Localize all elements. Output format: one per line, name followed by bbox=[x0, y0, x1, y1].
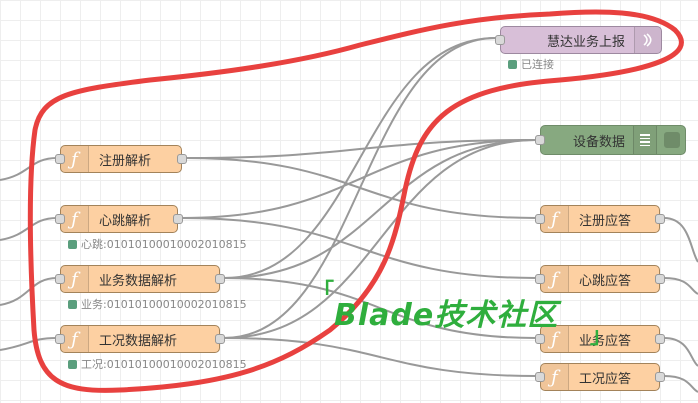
function-icon: ƒ bbox=[541, 206, 569, 232]
node-label: 注册应答 bbox=[579, 213, 632, 229]
input-port[interactable] bbox=[535, 334, 545, 344]
function-icon: ƒ bbox=[61, 146, 89, 172]
node-label: 注册解析 bbox=[99, 153, 152, 169]
wire-biz-mqtt bbox=[223, 37, 497, 279]
wire-out-2 bbox=[663, 277, 698, 295]
annotation-outline bbox=[27, 9, 684, 393]
debug-node-label: 设备数据 bbox=[572, 134, 625, 150]
wire-cond-mqtt bbox=[223, 37, 497, 339]
function-node-register-parse[interactable]: ƒ 注册解析 bbox=[55, 145, 187, 173]
business-status: 业务:0101010001000201081​5 bbox=[68, 296, 247, 312]
output-port[interactable] bbox=[215, 274, 225, 284]
function-node-business-reply[interactable]: ƒ 业务应答 bbox=[535, 325, 665, 353]
status-dot-icon bbox=[68, 359, 77, 369]
input-port[interactable] bbox=[535, 274, 545, 284]
status-dot-icon bbox=[68, 239, 77, 249]
output-port[interactable] bbox=[655, 214, 665, 224]
input-port[interactable] bbox=[55, 274, 65, 284]
debug-input-port[interactable] bbox=[535, 135, 545, 145]
wire-in-4 bbox=[0, 337, 58, 351]
wire-in-1 bbox=[0, 157, 58, 181]
function-node-business-data-parse[interactable]: ƒ 业务数据解析 bbox=[55, 265, 225, 293]
status-dot-icon bbox=[508, 59, 517, 69]
function-node-condition-data-parse[interactable]: ƒ 工况数据解析 bbox=[55, 325, 225, 353]
function-icon: ƒ bbox=[61, 266, 89, 292]
status-text: 工况:0101010001000201081​5 bbox=[81, 358, 247, 371]
wire-hb-debug bbox=[181, 139, 537, 219]
wire-cond-reply bbox=[223, 337, 537, 377]
output-port[interactable] bbox=[177, 154, 187, 164]
node-label: 业务数据解析 bbox=[99, 273, 178, 289]
mqtt-status: 已连接 bbox=[508, 56, 554, 72]
node-label: 业务应答 bbox=[579, 333, 632, 349]
watermark-text: Blade技术社区 bbox=[334, 298, 559, 333]
debug-toggle-icon bbox=[664, 132, 680, 148]
wire-out-3 bbox=[663, 337, 698, 367]
debug-list-icon bbox=[633, 126, 657, 154]
node-label: 工况数据解析 bbox=[99, 333, 178, 349]
node-label: 工况应答 bbox=[579, 371, 632, 387]
input-port[interactable] bbox=[55, 214, 65, 224]
watermark-open-bracket: 「 bbox=[312, 280, 335, 305]
output-port[interactable] bbox=[655, 274, 665, 284]
wire-hb-reply bbox=[181, 217, 537, 279]
status-dot-icon bbox=[68, 299, 77, 309]
mqtt-out-node[interactable]: 慧达业务上报 bbox=[495, 26, 662, 54]
function-node-register-reply[interactable]: ƒ 注册应答 bbox=[535, 205, 665, 233]
mqtt-input-port[interactable] bbox=[495, 35, 505, 45]
function-node-heartbeat-parse[interactable]: ƒ 心跳解析 bbox=[55, 205, 183, 233]
wire-out-4 bbox=[663, 375, 698, 393]
wire-in-3 bbox=[0, 277, 58, 306]
wire-reg-debug bbox=[185, 139, 537, 159]
function-icon: ƒ bbox=[541, 326, 569, 352]
function-icon: ƒ bbox=[61, 326, 89, 352]
condition-status: 工况:0101010001000201081​5 bbox=[68, 356, 247, 372]
input-port[interactable] bbox=[535, 214, 545, 224]
heartbeat-status: 心跳:0101010001000201081​5 bbox=[68, 236, 247, 252]
function-node-heartbeat-reply[interactable]: ƒ 心跳应答 bbox=[535, 265, 665, 293]
wire-biz-debug bbox=[223, 139, 537, 279]
debug-toggle-button[interactable] bbox=[661, 129, 683, 151]
mqtt-status-text: 已连接 bbox=[521, 58, 554, 71]
output-port[interactable] bbox=[173, 214, 183, 224]
function-icon: ƒ bbox=[61, 206, 89, 232]
input-port[interactable] bbox=[535, 372, 545, 382]
output-port[interactable] bbox=[215, 334, 225, 344]
function-node-condition-reply[interactable]: ƒ 工况应答 bbox=[535, 363, 665, 391]
mqtt-node-label: 慧达业务上报 bbox=[546, 34, 625, 50]
debug-node[interactable]: 设备数据 bbox=[535, 125, 686, 155]
input-port[interactable] bbox=[55, 334, 65, 344]
output-port[interactable] bbox=[655, 372, 665, 382]
watermark-close-bracket: 」 bbox=[590, 324, 613, 349]
function-icon: ƒ bbox=[541, 364, 569, 390]
wire-biz-reply bbox=[223, 277, 537, 339]
output-port[interactable] bbox=[655, 334, 665, 344]
status-text: 心跳:0101010001000201081​5 bbox=[81, 238, 247, 251]
mqtt-broadcast-icon bbox=[634, 27, 661, 53]
wire-out-1 bbox=[663, 217, 698, 263]
node-label: 心跳解析 bbox=[99, 213, 152, 229]
status-text: 业务:0101010001000201081​5 bbox=[81, 298, 247, 311]
function-icon: ƒ bbox=[541, 266, 569, 292]
wire-cond-debug bbox=[223, 139, 537, 339]
node-label: 心跳应答 bbox=[579, 273, 632, 289]
input-port[interactable] bbox=[55, 154, 65, 164]
